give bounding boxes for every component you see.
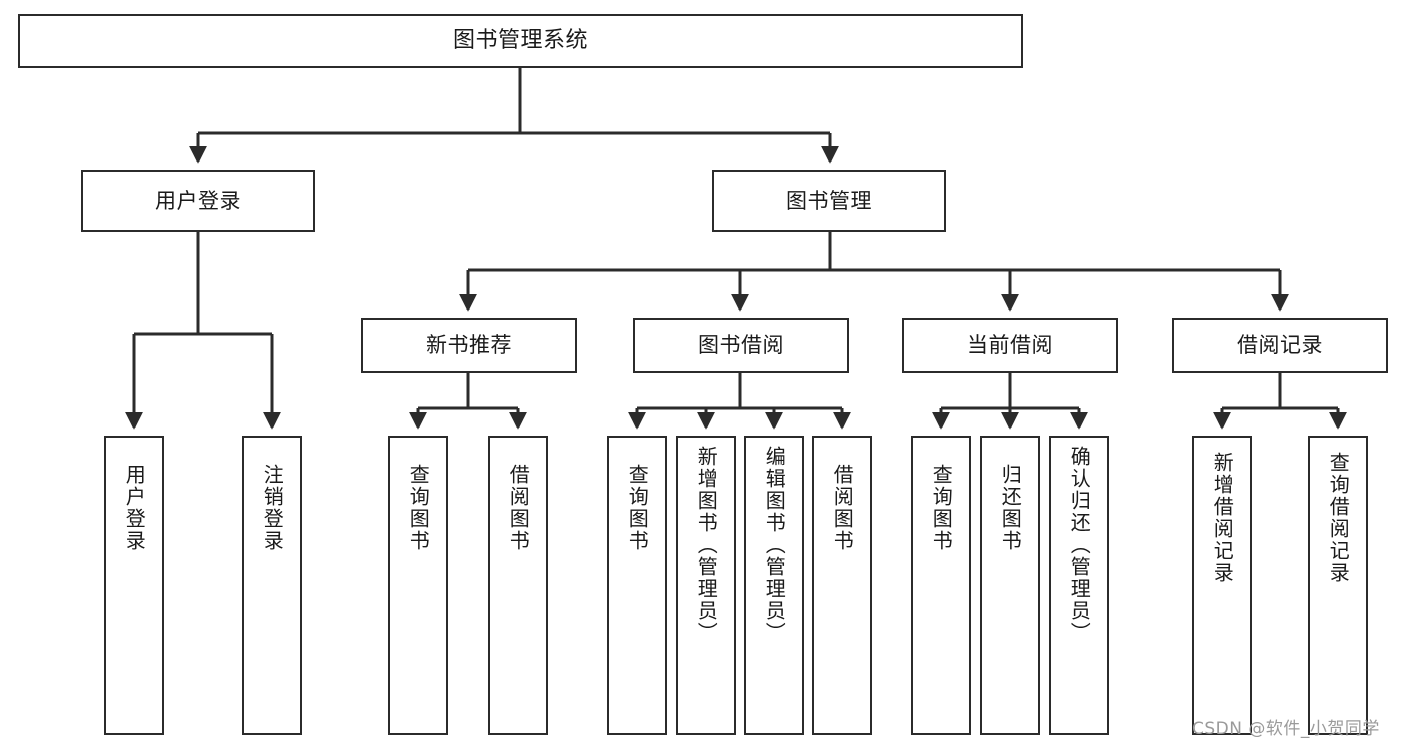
node-leaf-user-logout[interactable]: 注销登录 [242, 436, 302, 735]
node-book-manage[interactable]: 图书管理 [712, 170, 946, 232]
node-leaf-borrow-book-1[interactable]: 借阅图书 [488, 436, 548, 735]
node-leaf-query-book-1-label: 查询图书 [406, 464, 431, 552]
node-book-manage-label: 图书管理 [786, 188, 872, 213]
node-leaf-add-book-label: 新增图书（管理员） [694, 446, 719, 644]
node-leaf-query-record[interactable]: 查询借阅记录 [1308, 436, 1368, 735]
node-current-borrow[interactable]: 当前借阅 [902, 318, 1118, 373]
node-new-book-rec-label: 新书推荐 [426, 333, 512, 358]
node-root-label: 图书管理系统 [452, 28, 588, 54]
node-leaf-borrow-book-2-label: 借阅图书 [830, 464, 855, 552]
node-leaf-confirm-return-label: 确认归还（管理员） [1067, 446, 1092, 644]
node-new-book-rec[interactable]: 新书推荐 [361, 318, 577, 373]
node-leaf-add-record-label: 新增借阅记录 [1210, 452, 1235, 584]
node-leaf-user-login[interactable]: 用户登录 [104, 436, 164, 735]
node-leaf-query-book-2-label: 查询图书 [625, 464, 650, 552]
node-book-borrow-label: 图书借阅 [698, 333, 784, 358]
node-borrow-record-label: 借阅记录 [1237, 333, 1323, 358]
node-leaf-query-book-3[interactable]: 查询图书 [911, 436, 971, 735]
node-current-borrow-label: 当前借阅 [967, 333, 1053, 358]
node-user-login-label: 用户登录 [155, 188, 241, 213]
node-leaf-user-login-label: 用户登录 [122, 464, 147, 552]
node-book-borrow[interactable]: 图书借阅 [633, 318, 849, 373]
node-borrow-record[interactable]: 借阅记录 [1172, 318, 1388, 373]
node-leaf-query-record-label: 查询借阅记录 [1326, 452, 1351, 584]
node-leaf-confirm-return[interactable]: 确认归还（管理员） [1049, 436, 1109, 735]
node-leaf-query-book-1[interactable]: 查询图书 [388, 436, 448, 735]
node-leaf-add-record[interactable]: 新增借阅记录 [1192, 436, 1252, 735]
node-leaf-add-book[interactable]: 新增图书（管理员） [676, 436, 736, 735]
node-user-login[interactable]: 用户登录 [81, 170, 315, 232]
node-leaf-query-book-2[interactable]: 查询图书 [607, 436, 667, 735]
node-leaf-query-book-3-label: 查询图书 [929, 464, 954, 552]
node-root[interactable]: 图书管理系统 [18, 14, 1023, 68]
watermark-text: CSDN @软件_小贺同学 [1192, 719, 1380, 739]
node-leaf-return-book-label: 归还图书 [998, 464, 1023, 552]
node-leaf-user-logout-label: 注销登录 [260, 464, 285, 552]
node-leaf-borrow-book-1-label: 借阅图书 [506, 464, 531, 552]
node-leaf-borrow-book-2[interactable]: 借阅图书 [812, 436, 872, 735]
node-leaf-edit-book[interactable]: 编辑图书（管理员） [744, 436, 804, 735]
node-leaf-return-book[interactable]: 归还图书 [980, 436, 1040, 735]
node-leaf-edit-book-label: 编辑图书（管理员） [762, 446, 787, 644]
